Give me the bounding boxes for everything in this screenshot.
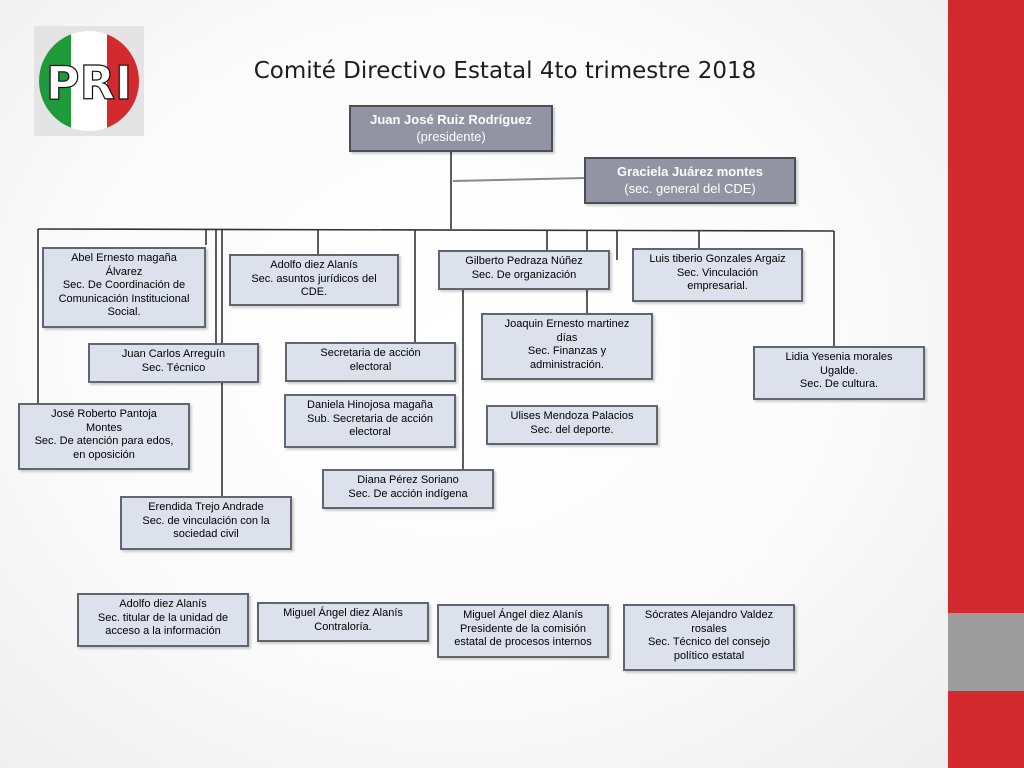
right-band-red-top <box>948 0 1024 613</box>
node-luis: Luis tiberio Gonzales Argaiz Sec. Vincul… <box>632 248 803 302</box>
node-line: Social. <box>107 306 141 318</box>
node-role: (sec. general del CDE) <box>624 181 756 196</box>
node-line: Ulises Mendoza Palacios <box>510 410 634 422</box>
node-line: Juan Carlos Arreguín <box>121 348 226 360</box>
node-accion-electoral: Secretaria de acción electoral <box>285 342 456 382</box>
right-band-red-bottom <box>948 691 1024 768</box>
node-line: Sec. De atención para edos, <box>34 435 174 447</box>
node-line: Erendida Trejo Andrade <box>148 501 264 513</box>
node-line: Abel Ernesto magaña <box>71 252 177 264</box>
node-line: Miguel Ángel diez Alanís <box>463 609 583 621</box>
node-line: Sec. Vinculación <box>676 266 759 279</box>
node-lidia: Lidia Yesenia morales Ugalde. Sec. De cu… <box>753 346 925 400</box>
node-line: Álvarez <box>105 265 143 278</box>
node-juan-carlos: Juan Carlos Arreguín Sec. Técnico <box>88 343 259 383</box>
node-line: Sec. De Coordinación de <box>62 279 186 291</box>
node-miguel-contraloria: Miguel Ángel diez Alanís Contraloría. <box>257 602 429 642</box>
node-line: Adolfo diez Alanís <box>119 598 207 610</box>
node-daniela: Daniela Hinojosa magaña Sub. Secretaria … <box>284 394 456 448</box>
node-adolfo-acceso: Adolfo diez Alanís Sec. titular de la un… <box>77 593 249 647</box>
node-line: sociedad civil <box>173 528 239 540</box>
node-line: en oposición <box>73 448 135 461</box>
node-presidente: Juan José Ruiz Rodríguez (presidente) <box>349 105 553 152</box>
node-line: Sec. titular de la unidad de <box>97 611 229 624</box>
node-line: días <box>556 331 578 344</box>
node-line: empresarial. <box>687 280 748 292</box>
node-line: Sec. De organización <box>471 268 577 281</box>
node-line: Sec. De cultura. <box>799 378 879 390</box>
node-line: Presidente de la comisión <box>460 622 586 635</box>
node-line: Sec. del deporte. <box>530 423 614 436</box>
right-band-gray <box>948 613 1024 691</box>
node-line: Daniela Hinojosa magaña <box>307 399 433 411</box>
node-line: Sec. Finanzas y <box>527 345 607 357</box>
node-socrates: Sócrates Alejandro Valdez rosales Sec. T… <box>623 604 795 671</box>
node-line: Joaquin Ernesto martinez <box>504 318 630 330</box>
node-line: Gilberto Pedraza Núñez <box>465 255 583 267</box>
node-line: Sec. Técnico <box>141 361 206 374</box>
node-line: Miguel Ángel diez Alanís <box>283 607 403 619</box>
node-line: Sec. de vinculación con la <box>142 514 270 527</box>
node-line: acceso a la información <box>105 625 221 637</box>
node-line: Ugalde. <box>820 364 858 377</box>
node-line: Comunicación Institucional <box>58 292 190 305</box>
node-adolfo-juridico: Adolfo diez Alanís Sec. asuntos jurídico… <box>229 254 399 306</box>
node-line: Sec. Técnico del consejo <box>647 636 771 648</box>
node-erendida: Erendida Trejo Andrade Sec. de vinculaci… <box>120 496 292 550</box>
page-title: Comité Directivo Estatal 4to trimestre 2… <box>253 58 757 84</box>
node-line: Sec. asuntos jurídicos del <box>251 272 377 285</box>
node-line: José Roberto Pantoja <box>51 408 157 420</box>
node-line: Contraloría. <box>314 620 372 633</box>
node-role: (presidente) <box>416 129 486 144</box>
node-line: Secretaria de acción <box>320 347 421 359</box>
node-gilberto: Gilberto Pedraza Núñez Sec. De organizac… <box>438 250 610 290</box>
node-ulises: Ulises Mendoza Palacios Sec. del deporte… <box>486 405 658 445</box>
node-name: Juan José Ruiz Rodríguez <box>370 112 532 127</box>
node-line: Lidia Yesenia morales <box>785 351 893 363</box>
node-line: electoral <box>349 360 392 373</box>
node-joaquin: Joaquin Ernesto martinez días Sec. Finan… <box>481 313 653 380</box>
node-line: Sócrates Alejandro Valdez <box>644 609 774 621</box>
pri-logo-icon: PRI <box>34 26 144 136</box>
node-line: administración. <box>530 358 604 371</box>
node-abel: Abel Ernesto magaña Álvarez Sec. De Coor… <box>42 247 206 328</box>
node-diana: Diana Pérez Soriano Sec. De acción indíg… <box>322 469 494 509</box>
node-name: Graciela Juárez montes <box>617 164 763 179</box>
node-line: estatal de procesos internos <box>454 636 592 648</box>
node-line: Adolfo diez Alanís <box>270 259 358 271</box>
node-miguel-comision: Miguel Ángel diez Alanís Presidente de l… <box>437 604 609 658</box>
node-line: Diana Pérez Soriano <box>357 474 459 486</box>
node-line: Sub. Secretaria de acción <box>307 412 433 425</box>
svg-text:PRI: PRI <box>46 56 132 110</box>
node-secretaria-general: Graciela Juárez montes (sec. general del… <box>584 157 796 204</box>
node-line: político estatal <box>673 649 745 662</box>
node-line: CDE. <box>300 286 328 298</box>
node-jose-roberto: José Roberto Pantoja Montes Sec. De aten… <box>18 403 190 470</box>
node-line: Sec. De acción indígena <box>348 487 468 500</box>
node-line: Luis tiberio Gonzales Argaiz <box>649 253 786 265</box>
node-line: electoral <box>349 426 391 438</box>
node-line: Montes <box>85 421 123 434</box>
node-line: rosales <box>691 622 727 635</box>
